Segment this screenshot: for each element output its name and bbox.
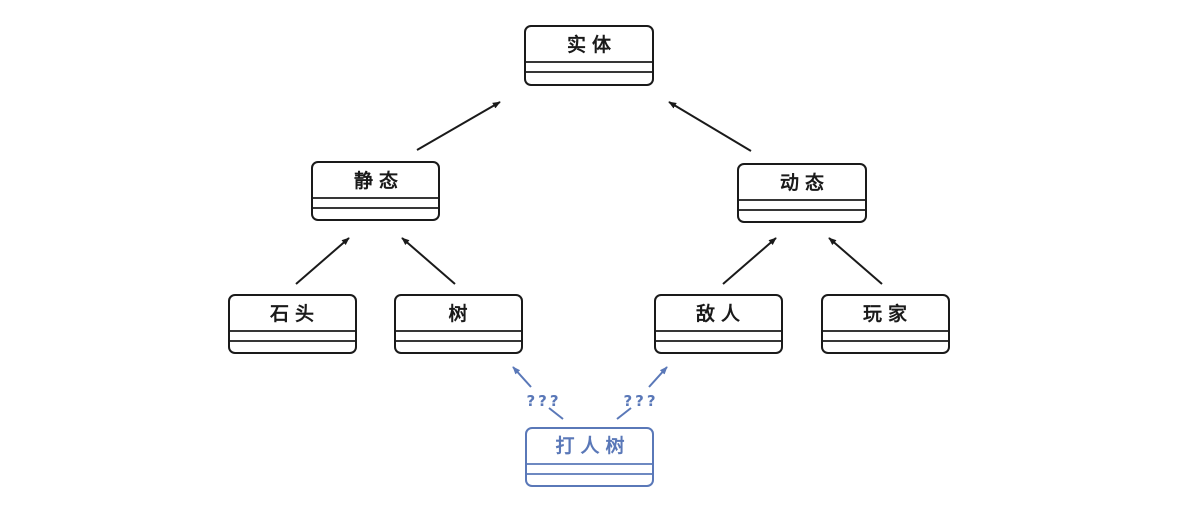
node-player[interactable]: 玩家: [821, 294, 950, 354]
edge-player-to-dynamic: [828, 237, 883, 285]
node-player-label: 玩家: [863, 302, 913, 325]
node-tree-label: 树: [448, 302, 473, 325]
node-static-label: 静态: [354, 169, 404, 192]
node-enemy[interactable]: 敌人: [654, 294, 783, 354]
edge-enemy-to-dynamic: [722, 237, 777, 285]
node-enemy-label: 敌人: [696, 302, 746, 325]
node-dynamic-label: 动态: [780, 171, 830, 194]
edge-stone-to-static: [295, 237, 350, 285]
node-static[interactable]: 静态: [311, 161, 440, 221]
node-tree[interactable]: 树: [394, 294, 523, 354]
node-entity-label: 实体: [567, 33, 617, 56]
edge-static-to-entity: [416, 101, 501, 151]
uncertain-label-left: ???: [526, 392, 561, 410]
uncertain-label-right: ???: [623, 392, 658, 410]
edges-group: ??? ???: [295, 101, 883, 420]
node-dynamic[interactable]: 动态: [737, 163, 867, 223]
edge-dynamic-to-entity: [668, 101, 752, 152]
node-stone[interactable]: 石头: [228, 294, 357, 354]
node-hit-tree-label: 打人树: [555, 434, 630, 457]
node-entity[interactable]: 实体: [524, 25, 654, 86]
edge-tree-to-static: [401, 237, 456, 285]
edge-hit-tree-to-enemy: [616, 366, 668, 420]
node-stone-label: 石头: [269, 303, 320, 325]
node-hit-tree[interactable]: 打人树: [525, 427, 654, 487]
edge-hit-tree-to-tree: [512, 366, 564, 420]
